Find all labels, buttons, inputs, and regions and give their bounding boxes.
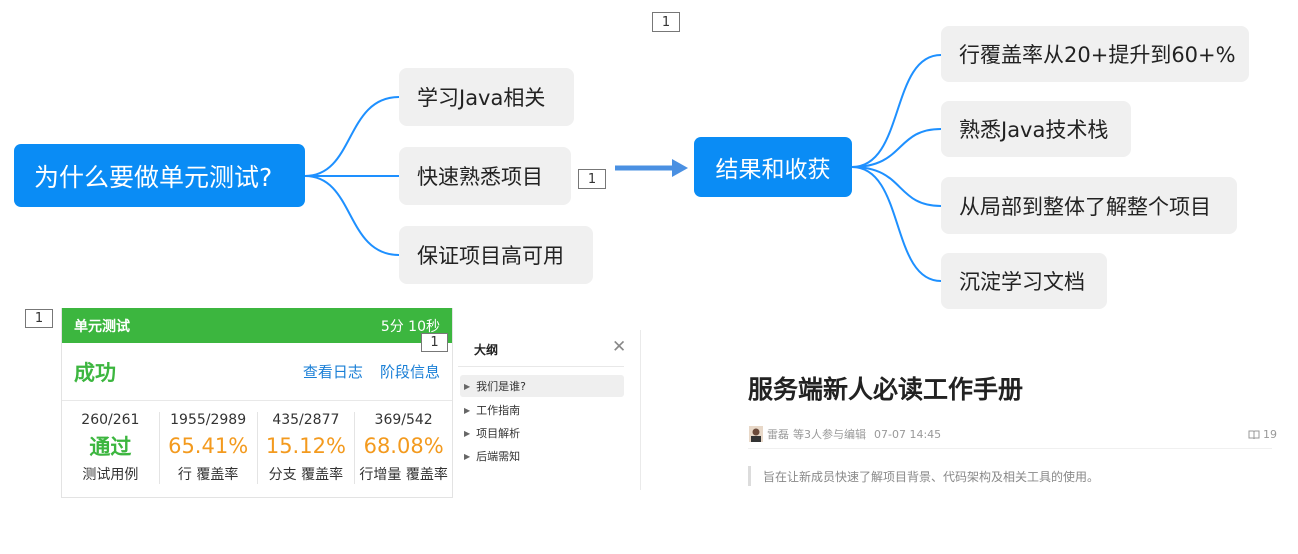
mindmap-node-learn-java[interactable]: 学习Java相关 — [399, 68, 574, 126]
metric-caption: 测试用例 — [82, 466, 139, 483]
doc-editors[interactable]: 等3人参与编辑 — [793, 428, 866, 441]
doc-summary: 旨在让新成员快速了解项目背景、代码架构及相关工具的使用。 — [748, 466, 1099, 486]
unit-test-title: 单元测试 — [74, 318, 130, 335]
unit-test-card: 单元测试 5分 10秒 成功 查看日志 阶段信息 260/261 通过 测试用例… — [61, 308, 453, 498]
metric-caption: 分支 覆盖率 — [268, 466, 344, 483]
metric-value: 通过 — [89, 434, 132, 459]
unit-test-status-row: 成功 查看日志 阶段信息 — [62, 343, 452, 401]
mindmap-node-familiar-project[interactable]: 快速熟悉项目 — [399, 147, 571, 205]
metric-fraction: 1955/2989 — [170, 411, 247, 428]
metric-fraction: 260/261 — [81, 411, 140, 428]
mindmap-node-high-availability[interactable]: 保证项目高可用 — [399, 226, 593, 284]
metric-branch-coverage: 435/2877 15.12% 分支 覆盖率 — [258, 411, 356, 484]
marker-box: 1 — [578, 169, 606, 189]
mindmap-node-whole-project[interactable]: 从局部到整体了解整个项目 — [941, 177, 1237, 234]
unit-test-header: 单元测试 5分 10秒 — [62, 308, 452, 343]
metric-line-coverage: 1955/2989 65.41% 行 覆盖率 — [160, 411, 258, 484]
mindmap-node-java-stack[interactable]: 熟悉Java技术栈 — [941, 101, 1131, 157]
metric-caption: 行 覆盖率 — [177, 466, 239, 483]
mindmap-root-why[interactable]: 为什么要做单元测试? — [14, 144, 305, 207]
metric-incremental-coverage: 369/542 68.08% 行增量 覆盖率 — [355, 412, 452, 484]
book-icon — [1248, 430, 1260, 439]
unit-test-metrics: 260/261 通过 测试用例 1955/2989 65.41% 行 覆盖率 4… — [62, 401, 452, 494]
outline-item-label: 工作指南 — [476, 404, 521, 417]
outline-item[interactable]: ▶ 后端需知 — [460, 445, 624, 467]
doc-read-count: 19 — [1248, 428, 1277, 441]
outline-item-label: 项目解析 — [476, 427, 521, 440]
outline-item-label: 我们是谁? — [476, 380, 526, 393]
triangle-right-icon: ▶ — [464, 405, 471, 415]
metric-fraction: 369/542 — [374, 411, 433, 428]
metric-value: 65.41% — [168, 433, 249, 458]
mindmap-node-learning-docs[interactable]: 沉淀学习文档 — [941, 253, 1107, 309]
unit-test-duration: 5分 10秒 — [380, 318, 440, 335]
metric-value: 68.08% — [363, 433, 444, 458]
divider — [748, 448, 1272, 449]
metric-test-cases: 260/261 通过 测试用例 — [62, 411, 160, 484]
mindmap-node-coverage-increase[interactable]: 行覆盖率从20+提升到60+% — [941, 26, 1249, 82]
divider — [458, 366, 624, 367]
close-icon[interactable]: ✕ — [612, 337, 627, 357]
outline-item[interactable]: ▶ 工作指南 — [460, 399, 624, 421]
doc-title: 服务端新人必读工作手册 — [748, 375, 1024, 404]
doc-date: 07-07 14:45 — [874, 427, 942, 441]
doc-author[interactable]: 雷磊 — [767, 428, 789, 441]
metric-fraction: 435/2877 — [272, 411, 340, 428]
metric-value: 15.12% — [265, 433, 346, 458]
outline-item[interactable]: ▶ 我们是谁? — [460, 375, 624, 397]
outline-item[interactable]: ▶ 项目解析 — [460, 422, 624, 444]
unit-test-status: 成功 — [74, 360, 116, 385]
outline-title: 大纲 — [474, 343, 499, 357]
view-log-link[interactable]: 查看日志 — [302, 363, 363, 381]
doc-meta: 雷磊 等3人参与编辑 07-07 14:45 — [749, 426, 941, 442]
stage-info-link[interactable]: 阶段信息 — [379, 363, 440, 381]
triangle-right-icon: ▶ — [464, 451, 471, 461]
marker-box: 1 — [421, 333, 448, 352]
marker-box: 1 — [652, 12, 680, 32]
outline-item-label: 后端需知 — [476, 450, 521, 463]
outline-panel: 大纲 ✕ ▶ 我们是谁? ▶ 工作指南 ▶ 项目解析 ▶ 后端需知 — [458, 330, 641, 490]
marker-box: 1 — [25, 309, 53, 328]
triangle-right-icon: ▶ — [464, 428, 471, 438]
avatar[interactable] — [749, 426, 763, 442]
metric-caption: 行增量 覆盖率 — [359, 466, 448, 483]
mindmap-root-results[interactable]: 结果和收获 — [694, 137, 852, 197]
doc-read-count-value: 19 — [1263, 428, 1277, 441]
triangle-right-icon: ▶ — [464, 381, 471, 391]
